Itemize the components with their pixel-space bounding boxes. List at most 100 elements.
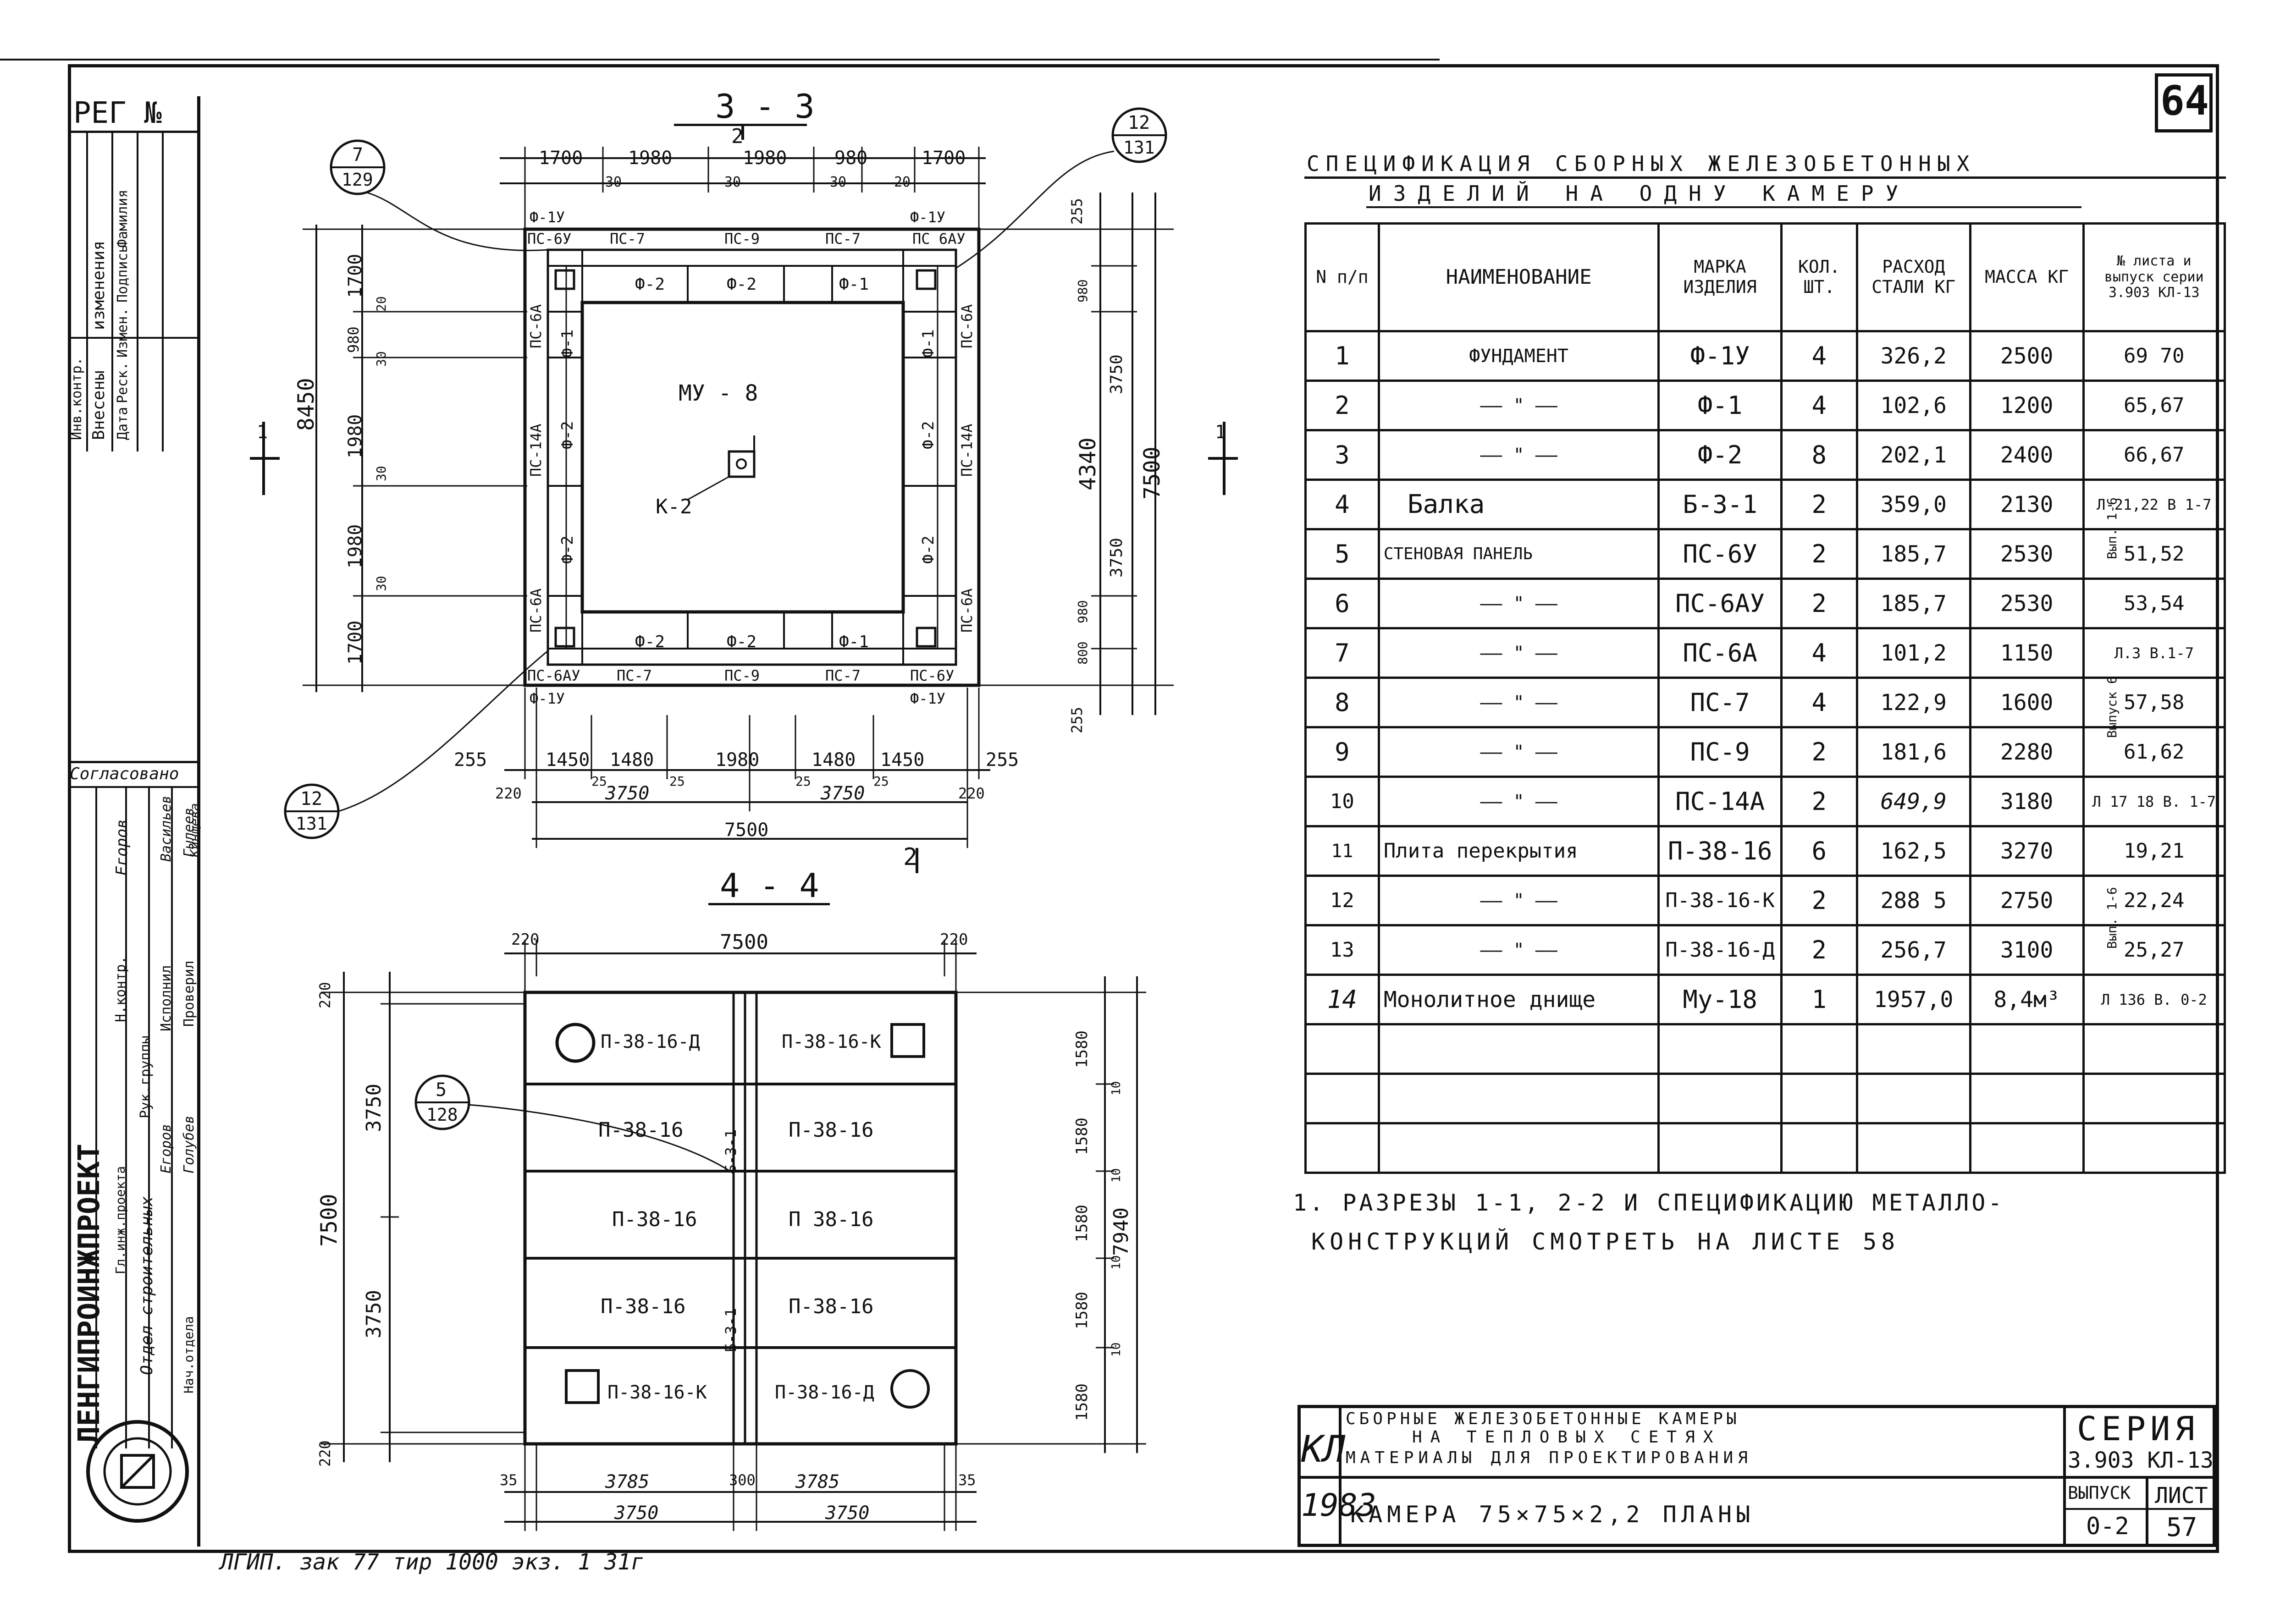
- spec-mass: 3180: [1969, 776, 2085, 827]
- found-top-1: Ф-2: [635, 275, 665, 294]
- dim-top-sub-4: 20: [894, 174, 911, 190]
- spec-h-sheet: № листа и выпуск серии 3.903 КЛ-13: [2082, 222, 2226, 332]
- s44-right-dim-9: 1580: [1073, 1383, 1091, 1421]
- spec-mass: 2280: [1969, 726, 2085, 778]
- spec-name: —— " ——: [1377, 627, 1660, 679]
- s44-right-dim-5: 1580: [1073, 1205, 1091, 1242]
- footer-note: ЛГИП. зак 77 тир 1000 экз. 1 31г: [220, 1549, 644, 1575]
- spec-name: СТЕНОВАЯ ПАНЕЛЬ: [1377, 528, 1660, 580]
- bot-dim-2: 1450: [546, 749, 590, 771]
- spec-mark: ПС-14А: [1657, 776, 1783, 827]
- spec-name: —— " ——: [1377, 875, 1660, 926]
- spec-steel: 101,2: [1855, 627, 1971, 679]
- slab-right-1: П-38-16-К: [782, 1031, 881, 1052]
- corner-f-tl: Ф-1У: [530, 209, 565, 226]
- section33-title-underline: [674, 124, 807, 126]
- bot-dim-6: 1450: [880, 749, 925, 771]
- s44-right-dim-1: 1580: [1073, 1030, 1091, 1068]
- tb-desc-2: НА ТЕПЛОВЫХ СЕТЯХ: [1412, 1428, 1722, 1447]
- beam-label-1: Б-3-1: [722, 1129, 740, 1173]
- tb-sheet-label: ЛИСТ: [2155, 1483, 2208, 1508]
- spec-row: 3 —— " —— Ф-2 8 202,1 2400 66,67: [1304, 429, 2226, 481]
- tb-sheet-value: 57: [2166, 1513, 2197, 1542]
- bot-dim-3: 1480: [610, 749, 654, 771]
- spec-num: 12: [1304, 875, 1380, 926]
- s44-bot-dim-3: 300: [729, 1471, 756, 1489]
- spec-steel: 181,6: [1855, 726, 1971, 778]
- s44-callout-bottom: 128: [426, 1105, 458, 1125]
- spec-mark: Ф-1: [1657, 380, 1783, 431]
- s44-bot2-dim-1: 3750: [614, 1503, 659, 1524]
- slab-left-4: П-38-16: [601, 1295, 686, 1318]
- spec-mark: Б-3-1: [1657, 479, 1783, 530]
- corner-f-bl: Ф-1У: [530, 690, 565, 707]
- s44-right-dim-2: 10: [1110, 1081, 1123, 1096]
- s44-right-dim-4: 10: [1110, 1168, 1123, 1183]
- slab-right-5: П-38-16-Д: [775, 1382, 874, 1403]
- tb-col-rule-2: [2063, 1405, 2066, 1547]
- spec-name: —— " ——: [1377, 380, 1660, 431]
- spec-sheet: 53,54: [2082, 578, 2226, 629]
- spec-h-steel: РАСХОД СТАЛИ КГ: [1855, 222, 1971, 332]
- panel-top-3: ПС-9: [724, 230, 760, 248]
- s44-top-dim-2: 7500: [720, 930, 768, 954]
- spec-name: —— " ——: [1377, 677, 1660, 728]
- dim-top-sub-1: 30: [605, 174, 622, 190]
- spec-name: Монолитное днище: [1377, 974, 1660, 1025]
- s44-right-total: 7940: [1110, 1207, 1133, 1256]
- s44-left-dim-2: 3750: [362, 1084, 386, 1132]
- reg-label: РЕГ №: [73, 96, 162, 130]
- spec-qty: 1: [1780, 974, 1858, 1025]
- found-bottom-1: Ф-2: [635, 633, 665, 651]
- slab-left-5: П-38-16-К: [607, 1382, 707, 1403]
- bot-sub-3: 25: [795, 774, 811, 789]
- s44-bot-dim-5: 35: [958, 1471, 976, 1489]
- agreed-rule-2: [68, 786, 197, 788]
- spec-mass: 2500: [1969, 330, 2085, 382]
- found-bottom-3: Ф-1: [839, 633, 869, 651]
- bot-mid-4: 220: [958, 785, 985, 802]
- spec-num: 13: [1304, 924, 1380, 976]
- sidebar: [68, 96, 200, 1547]
- spec-steel: 256,7: [1855, 924, 1971, 976]
- bot-sub-2: 25: [669, 774, 685, 789]
- spec-num: 1: [1304, 330, 1380, 382]
- tb-issue-label: ВЫПУСК: [2068, 1483, 2131, 1503]
- k-label: К-2: [656, 495, 692, 518]
- spec-sheet: 22,24: [2082, 875, 2226, 926]
- tb-code: КЛ: [1301, 1428, 1346, 1470]
- spec-qty: 2: [1780, 875, 1858, 926]
- spec-row: 5 СТЕНОВАЯ ПАНЕЛЬ ПС-6У 2 185,7 2530 51,…: [1304, 528, 2226, 580]
- slab-right-3: П 38-16: [789, 1208, 874, 1231]
- spec-steel: 1957,0: [1855, 974, 1971, 1025]
- tb-col-rule-1: [1339, 1405, 1341, 1547]
- dim-top-1: 1700: [539, 148, 583, 169]
- spec-num: 11: [1304, 825, 1380, 877]
- spec-name: Плита перекрытия: [1377, 825, 1660, 877]
- s44-bot-dim-4: 3785: [795, 1471, 840, 1492]
- spec-h-mass: МАССА КГ: [1969, 222, 2085, 332]
- tb-year: 1983: [1301, 1487, 1376, 1524]
- spec-qty: 4: [1780, 330, 1858, 382]
- spec-mark: ПС-6АУ: [1657, 578, 1783, 629]
- section33-cutmark-bottom: 2: [903, 843, 918, 871]
- spec-mark: ПС-7: [1657, 677, 1783, 728]
- spec-qty: 2: [1780, 479, 1858, 530]
- spec-steel: 202,1: [1855, 429, 1971, 481]
- spec-sheet: 51,52: [2082, 528, 2226, 580]
- panel-bottom-1: ПС-6АУ: [527, 667, 580, 684]
- spec-row: 7 —— " —— ПС-6А 4 101,2 1150 Л.3 В.1-7: [1304, 627, 2226, 679]
- bot-sub-1: 25: [591, 774, 607, 789]
- spec-mark: П-38-16-Д: [1657, 924, 1783, 976]
- section44-title: 4 - 4: [720, 866, 819, 905]
- spec-row: 12 —— " —— П-38-16-К 2 288 5 2750 22,24: [1304, 875, 2226, 926]
- spec-name: —— " ——: [1377, 726, 1660, 778]
- spec-name: ФУНДАМЕНТ: [1377, 330, 1660, 382]
- callout-1-top: 7: [352, 144, 364, 165]
- spec-mark: П-38-16-К: [1657, 875, 1783, 926]
- bot-mid-1: 220: [495, 785, 522, 802]
- s44-bot-dim-1: 35: [500, 1471, 518, 1489]
- beam-label-2: Б-3-1: [722, 1308, 740, 1352]
- panel-bottom-3: ПС-9: [724, 667, 760, 684]
